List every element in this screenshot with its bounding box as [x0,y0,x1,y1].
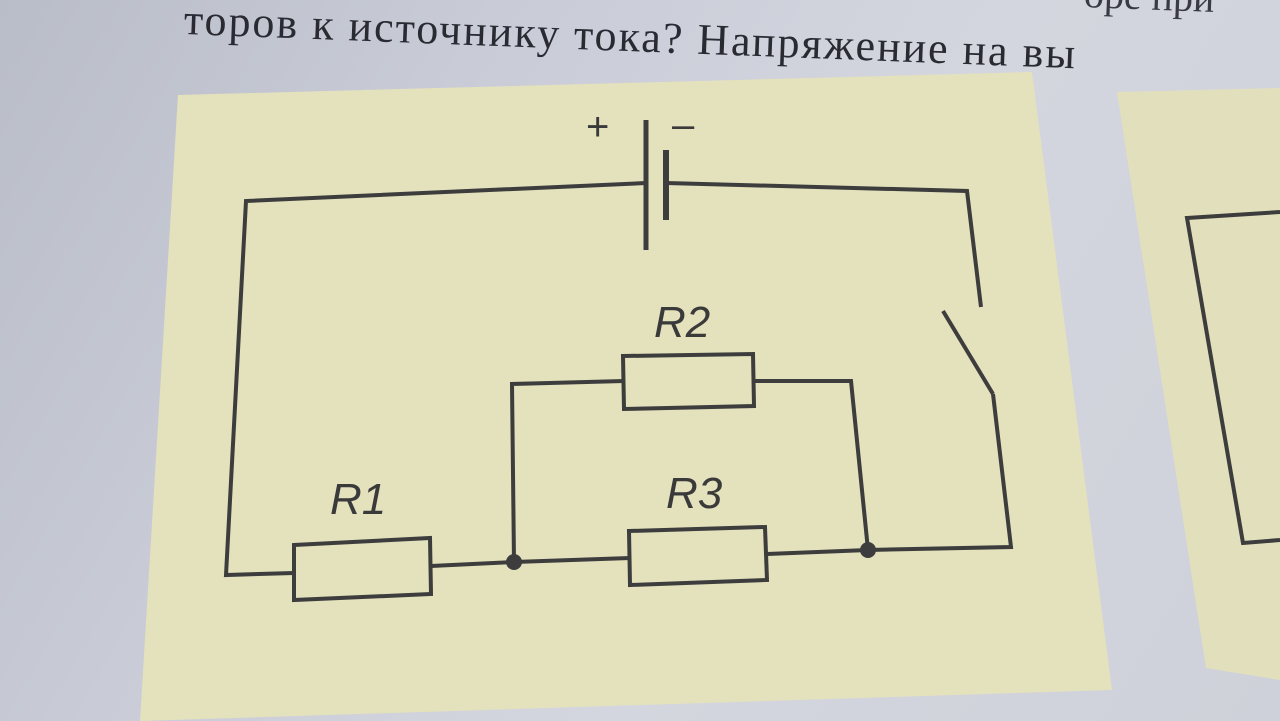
resistor-r2: R2 [620,298,757,412]
wire-r1-node [430,560,515,568]
circuit-wires [223,181,1014,578]
resistor-r3-label: R3 [666,469,723,518]
junction-node-left [506,554,522,570]
resistor-r3-body [626,524,770,588]
wire-r3-node [766,548,869,556]
switch-lever [941,309,995,396]
battery-plus-sign: + [586,105,609,149]
junction-node-right [860,542,876,558]
resistor-r3: R3 [626,469,770,588]
wire-right-branch [754,379,870,551]
wire-left-branch [509,379,625,563]
resistor-r1: R1 [292,475,434,603]
resistor-r1-body [292,535,434,603]
resistor-r1-label: R1 [330,475,386,524]
figure-panel [140,72,1112,721]
resistor-r2-label: R2 [654,298,710,347]
resistor-r2-body [620,351,757,412]
battery: + – [586,103,695,250]
wire-right [867,393,1014,552]
battery-minus-sign: – [672,103,695,147]
neighbor-figure-panel [1117,88,1280,680]
neighbor-figure-wire [1184,210,1280,546]
wire-top-right [665,181,983,308]
wire-top-left [223,181,647,578]
wire-node-r3 [513,556,631,564]
